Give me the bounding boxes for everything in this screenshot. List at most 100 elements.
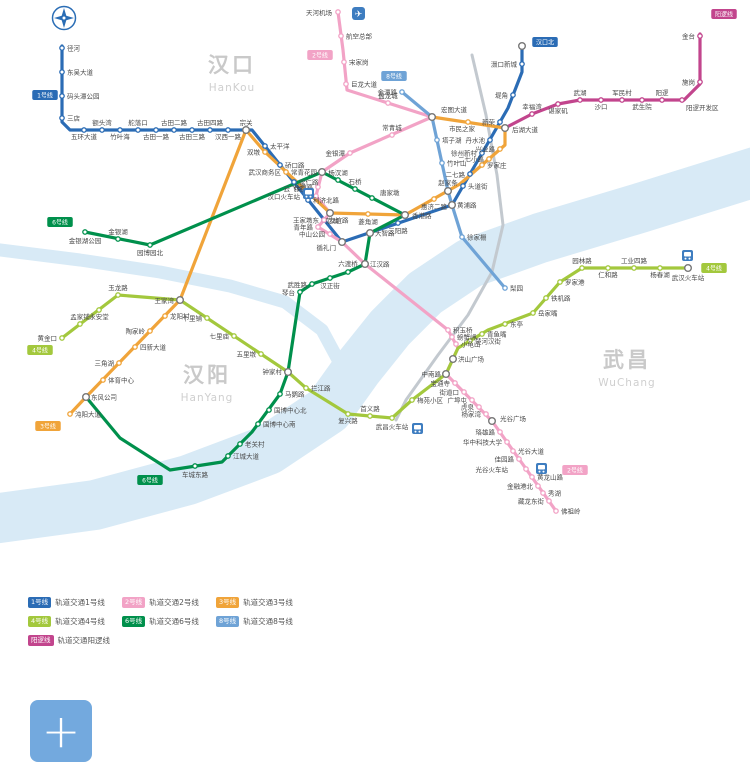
- station-金银潭[interactable]: [347, 150, 353, 156]
- station-汉正街[interactable]: [327, 275, 333, 281]
- station-光谷广场[interactable]: [488, 417, 497, 426]
- station-码头潭公园[interactable]: [59, 93, 65, 99]
- station-六渡桥[interactable]: [345, 269, 351, 275]
- station-竹叶山[interactable]: [439, 160, 445, 166]
- station-徐家棚[interactable]: [459, 234, 465, 240]
- station-武昌火车站[interactable]: [389, 415, 395, 421]
- station-杨家湾[interactable]: [483, 411, 489, 417]
- station-青鱼嘴[interactable]: [479, 331, 485, 337]
- station-青年路[interactable]: [315, 224, 321, 230]
- station-首义路[interactable]: [367, 413, 373, 419]
- station-丹水池[interactable]: [487, 137, 493, 143]
- station-市民之家[interactable]: [465, 119, 471, 125]
- station-拦江路[interactable]: [303, 385, 309, 391]
- station-罗家庄[interactable]: [479, 162, 485, 168]
- station-中南路[interactable]: [442, 370, 451, 379]
- station-二七小路[interactable]: [486, 156, 492, 162]
- station-徐州新村[interactable]: [479, 150, 485, 156]
- zoom-in-button[interactable]: +: [30, 700, 92, 762]
- station-东风公司[interactable]: [81, 393, 90, 402]
- station-金银湖[interactable]: [115, 236, 121, 242]
- station-梨园[interactable]: [502, 285, 508, 291]
- station-王家墩东[interactable]: [321, 217, 327, 223]
- station-藏龙东街[interactable]: [546, 498, 552, 504]
- station-琴台[interactable]: [297, 289, 303, 295]
- station-汉西一路[interactable]: [225, 127, 231, 133]
- station-二七路[interactable]: [467, 171, 473, 177]
- station-马鹦路[interactable]: [277, 391, 283, 397]
- station-东亭[interactable]: [502, 321, 508, 327]
- station-金银湖公园[interactable]: [82, 229, 88, 235]
- station-江城大道[interactable]: [225, 453, 231, 459]
- station-谌家矶[interactable]: [555, 101, 561, 107]
- station-珞雄路[interactable]: [497, 429, 503, 435]
- station-金潭路[interactable]: [399, 89, 405, 95]
- station-五里墩[interactable]: [258, 351, 264, 357]
- station-复兴路[interactable]: [345, 411, 351, 417]
- station-武生院[interactable]: [639, 97, 645, 103]
- station-宋家岗[interactable]: [341, 59, 347, 65]
- station-大智路[interactable]: [366, 228, 375, 237]
- station-宗关[interactable]: [241, 125, 250, 134]
- station-杨春湖[interactable]: [657, 265, 663, 271]
- station-幸福湾[interactable]: [529, 111, 535, 117]
- station-仁和路[interactable]: [605, 265, 611, 271]
- station-塔子湖[interactable]: [434, 137, 440, 143]
- station-舵落口[interactable]: [135, 127, 141, 133]
- station-范湖[interactable]: [326, 208, 335, 217]
- station-孟家铺[interactable]: [77, 321, 83, 327]
- station-三角湖[interactable]: [116, 360, 122, 366]
- station-钟家村[interactable]: [284, 368, 293, 377]
- station-竹叶海[interactable]: [117, 127, 123, 133]
- station-堤角[interactable]: [510, 92, 516, 98]
- station-古田四路[interactable]: [207, 127, 213, 133]
- station-阳逻开发区[interactable]: [679, 97, 685, 103]
- station-循礼门[interactable]: [338, 237, 347, 246]
- station-梅苑小区[interactable]: [409, 397, 415, 403]
- station-宝通寺[interactable]: [452, 380, 458, 386]
- station-龙阳村[interactable]: [162, 313, 168, 319]
- station-兴业路[interactable]: [497, 146, 503, 152]
- station-十里铺[interactable]: [204, 315, 210, 321]
- station-古田二路[interactable]: [171, 127, 177, 133]
- station-常青花园[interactable]: [318, 167, 327, 176]
- station-菱角湖[interactable]: [365, 211, 371, 217]
- station-东吴大道[interactable]: [59, 69, 65, 75]
- station-三店[interactable]: [59, 115, 65, 121]
- station-太平洋[interactable]: [262, 143, 268, 149]
- station-江汉路[interactable]: [361, 260, 370, 269]
- station-中山公园[interactable]: [327, 231, 333, 237]
- station-小龟山[interactable]: [453, 341, 459, 347]
- station-古田一路[interactable]: [153, 127, 159, 133]
- station-七里庙[interactable]: [231, 333, 237, 339]
- station-秀湖[interactable]: [540, 490, 546, 496]
- station-长港路[interactable]: [315, 184, 321, 190]
- station-唐家墩[interactable]: [369, 195, 375, 201]
- station-宏图大道[interactable]: [428, 112, 437, 121]
- station-国博中心南[interactable]: [255, 421, 261, 427]
- station-武胜路[interactable]: [309, 281, 315, 287]
- station-崇仁路[interactable]: [291, 179, 297, 185]
- station-佛祖岭[interactable]: [553, 508, 559, 514]
- station-石桥[interactable]: [352, 186, 358, 192]
- station-虎泉[interactable]: [476, 404, 482, 410]
- station-额头湾[interactable]: [99, 127, 105, 133]
- station-岳家嘴[interactable]: [530, 310, 536, 316]
- station-楚河汉街[interactable]: [467, 338, 473, 344]
- station-香港路[interactable]: [401, 210, 410, 219]
- station-铁机路[interactable]: [543, 295, 549, 301]
- station-常青城[interactable]: [389, 132, 395, 138]
- station-施岗[interactable]: [697, 79, 703, 85]
- station-汉口北[interactable]: [518, 42, 527, 51]
- station-老关村[interactable]: [237, 441, 243, 447]
- station-黄金口[interactable]: [59, 335, 65, 341]
- station-光谷火车站[interactable]: [523, 466, 529, 472]
- station-三阳路[interactable]: [395, 220, 401, 226]
- station-后湖大道[interactable]: [501, 123, 510, 132]
- station-硚口路[interactable]: [277, 162, 283, 168]
- station-四新大道[interactable]: [132, 344, 138, 350]
- station-积玉桥[interactable]: [445, 327, 451, 333]
- station-金台[interactable]: [697, 33, 703, 39]
- station-洪山广场[interactable]: [449, 355, 458, 364]
